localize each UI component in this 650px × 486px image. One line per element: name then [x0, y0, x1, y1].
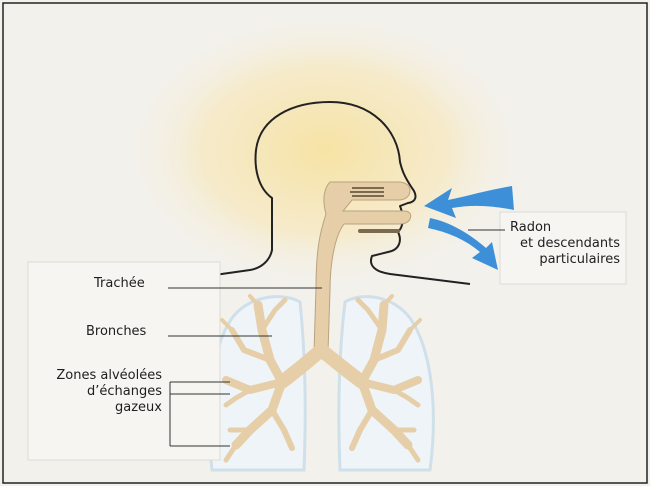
- alveolar-zones-label: Zones alvéolées d’échanges gazeux: [30, 368, 162, 416]
- alveolar-zones-line-3: gazeux: [30, 400, 162, 416]
- alveolar-zones-line-1: Zones alvéolées: [30, 368, 162, 384]
- radon-label: Radon: [510, 220, 551, 236]
- alveolar-zones-line-2: d’échanges: [30, 384, 162, 400]
- bronchi-label: Bronches: [86, 324, 146, 340]
- radon-label-line-2: et descendants: [500, 236, 620, 252]
- radon-label-rest: et descendants particulaires: [500, 236, 620, 268]
- trachea-label: Trachée: [94, 276, 145, 292]
- radon-label-line-1: Radon: [510, 220, 551, 236]
- radon-label-line-3: particulaires: [500, 252, 620, 268]
